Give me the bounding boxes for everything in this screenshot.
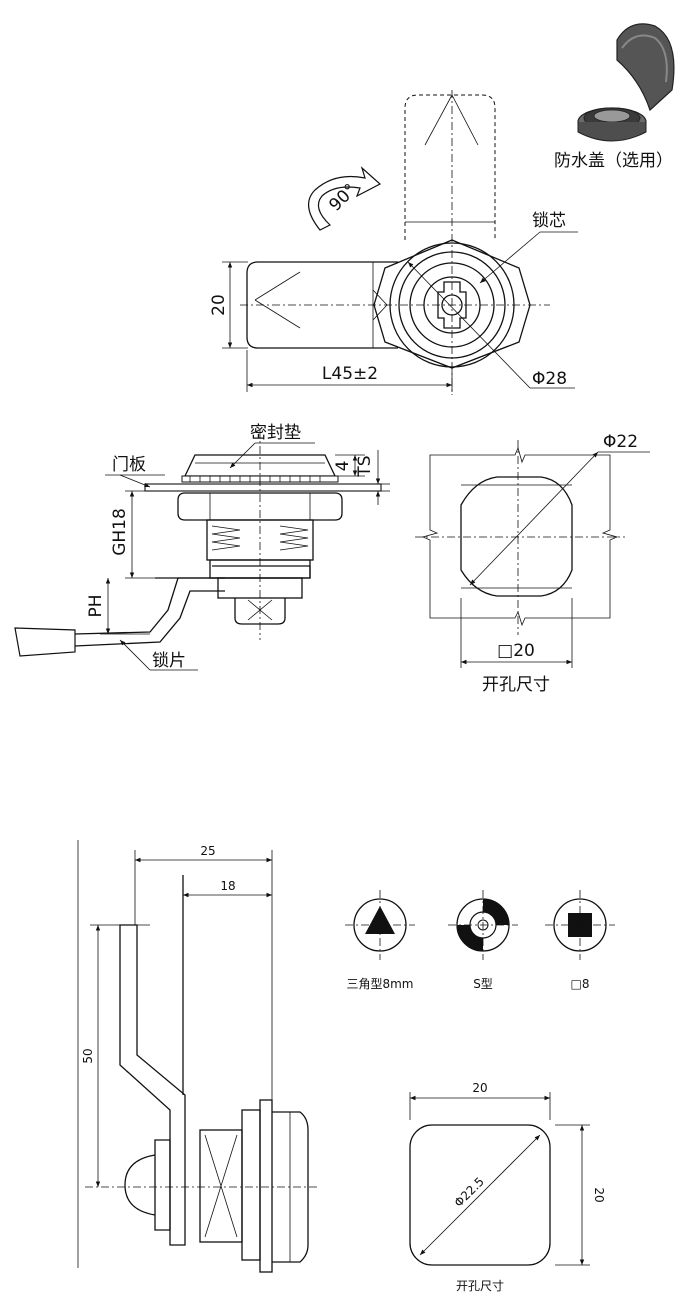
- dim-gh-label: GH18: [110, 508, 130, 556]
- key-type-label: S型: [473, 977, 493, 991]
- key-type-square: □8: [545, 890, 615, 991]
- panel-label: 门板: [112, 455, 146, 475]
- cutout-top: Φ22 □20 开孔尺寸: [415, 432, 650, 695]
- triangle-icon: [365, 906, 395, 934]
- waterproof-cover-image: 防水盖（选用）: [554, 23, 675, 171]
- rotated-handle-ghost: [404, 94, 496, 240]
- dim-50-label: 50: [81, 1048, 95, 1063]
- cutout-bottom-height: 20: [592, 1187, 606, 1202]
- dim-18-label: 18: [220, 879, 235, 893]
- bottom-side-view: 25 18 50: [77, 840, 320, 1273]
- front-view: 90° 20 L45±2 锁芯 Φ28: [209, 90, 578, 395]
- cutout-bottom-width: 20: [472, 1081, 487, 1095]
- key-type-triangle: 三角型8mm: [345, 890, 415, 991]
- core-label: 锁芯: [532, 211, 566, 231]
- cam-label: 锁片: [152, 651, 186, 671]
- cutout-bottom-caption: 开孔尺寸: [456, 1279, 504, 1293]
- key-slot: [437, 281, 467, 329]
- cover-label: 防水盖（选用）: [554, 151, 673, 171]
- cutout-bottom: 20 20 Φ22.5 开孔尺寸: [409, 1081, 606, 1293]
- cutout-top-square: □20: [497, 641, 535, 661]
- key-types: 三角型8mm S型 □8: [345, 890, 615, 991]
- height-dim-label: 20: [209, 294, 229, 316]
- outer-ring: [389, 242, 515, 368]
- cam: [155, 565, 311, 579]
- gasket-label: 密封垫: [250, 423, 301, 443]
- cutout-bottom-diameter: Φ22.5: [451, 1174, 486, 1209]
- door-panel: [144, 483, 382, 492]
- side-view: 密封垫 门板 4 TS GH18 PH 锁片: [14, 423, 390, 671]
- cutout-top-diameter: Φ22: [603, 432, 638, 452]
- rotation-arrow-icon: [308, 166, 382, 231]
- lock-core: [423, 276, 481, 334]
- length-dim-label: L45±2: [322, 364, 378, 384]
- cutout-breakline-frame: [421, 446, 619, 627]
- key-type-label: 三角型8mm: [346, 977, 413, 991]
- dim-ph-label: PH: [86, 594, 106, 617]
- key-type-s: S型: [448, 890, 518, 991]
- hex-nut: [373, 239, 531, 369]
- side-hex-nut: [177, 492, 343, 521]
- dim-25-label: 25: [200, 844, 215, 858]
- cutout-top-caption: 开孔尺寸: [482, 675, 550, 695]
- bottom-handle: [119, 924, 186, 1246]
- dim-4-label: 4: [333, 461, 353, 472]
- dim-ts-label: TS: [355, 455, 375, 477]
- key-type-label: □8: [571, 977, 590, 991]
- diameter-dim-label: Φ28: [532, 369, 567, 389]
- cutout-bottom-shape: [409, 1124, 551, 1266]
